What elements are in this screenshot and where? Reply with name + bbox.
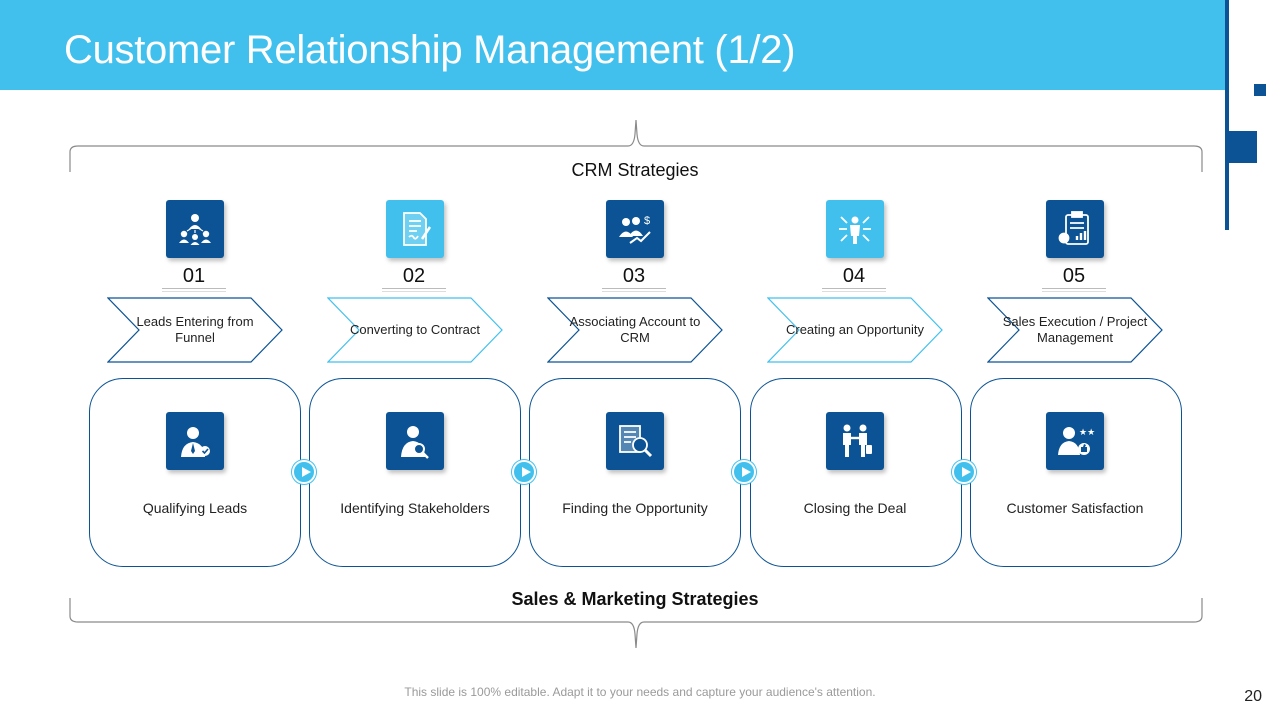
svg-text:$: $ xyxy=(644,215,650,227)
page-number: 20 xyxy=(1244,688,1262,705)
top-brace xyxy=(69,119,1203,172)
team-network-icon xyxy=(166,200,224,258)
title-bar: Customer Relationship Management (1/2) xyxy=(0,0,1225,90)
number-underline xyxy=(162,288,226,292)
play-arrow-icon xyxy=(512,460,536,484)
person-search-icon xyxy=(386,412,444,470)
customer-rating-icon: ★★ xyxy=(1046,412,1104,470)
step-number: 02 xyxy=(402,265,426,287)
step-chevron xyxy=(327,297,503,363)
card-label: Finding the Opportunity xyxy=(562,500,708,516)
card-qualifying-leads xyxy=(89,378,301,567)
card-label: Identifying Stakeholders xyxy=(340,500,490,516)
play-arrow-icon xyxy=(732,460,756,484)
decorative-large-square xyxy=(1229,131,1257,163)
number-underline xyxy=(822,288,886,292)
number-underline xyxy=(382,288,446,292)
crm-strategies-label: CRM Strategies xyxy=(571,160,699,180)
sales-marketing-strategies-label: Sales & Marketing Strategies xyxy=(511,589,759,609)
decorative-small-square xyxy=(1254,84,1266,96)
step-chevron xyxy=(987,297,1163,363)
card-identifying-stakeholders xyxy=(309,378,521,567)
step-label: Leads Entering from Funnel xyxy=(136,314,254,345)
contract-document-icon xyxy=(386,200,444,258)
step-number: 01 xyxy=(182,265,206,287)
step-label: Sales Execution / Project Management xyxy=(1002,314,1148,345)
step-number: 04 xyxy=(842,265,866,287)
step-label: Creating an Opportunity xyxy=(785,322,925,337)
play-arrow-icon xyxy=(292,460,316,484)
person-arrows-icon xyxy=(826,200,884,258)
step-chevron xyxy=(547,297,723,363)
decorative-vertical-bar xyxy=(1225,0,1229,230)
number-underline xyxy=(1042,288,1106,292)
card-label: Customer Satisfaction xyxy=(1006,500,1144,516)
handshake-icon xyxy=(826,412,884,470)
card-closing-deal xyxy=(750,378,962,567)
card-customer-satisfaction xyxy=(970,378,1182,567)
card-finding-opportunity xyxy=(529,378,741,567)
step-number: 05 xyxy=(1062,265,1086,287)
bottom-brace xyxy=(69,598,1203,649)
card-label: Closing the Deal xyxy=(803,500,907,516)
step-label: Associating Account to CRM xyxy=(569,314,701,345)
step-number: 03 xyxy=(622,265,646,287)
play-arrow-icon xyxy=(952,460,976,484)
footer-note: This slide is 100% editable. Adapt it to… xyxy=(404,685,876,699)
clipboard-chart-icon xyxy=(1046,200,1104,258)
card-label: Qualifying Leads xyxy=(142,500,248,516)
number-underline xyxy=(602,288,666,292)
slide-title: Customer Relationship Management (1/2) xyxy=(64,28,796,72)
step-label: Converting to Contract xyxy=(349,322,481,337)
step-chevron xyxy=(767,297,943,363)
businessman-check-icon xyxy=(166,412,224,470)
step-chevron xyxy=(107,297,283,363)
document-magnifier-icon xyxy=(606,412,664,470)
svg-text:★★: ★★ xyxy=(1079,428,1095,438)
business-people-growth-icon: $ xyxy=(606,200,664,258)
